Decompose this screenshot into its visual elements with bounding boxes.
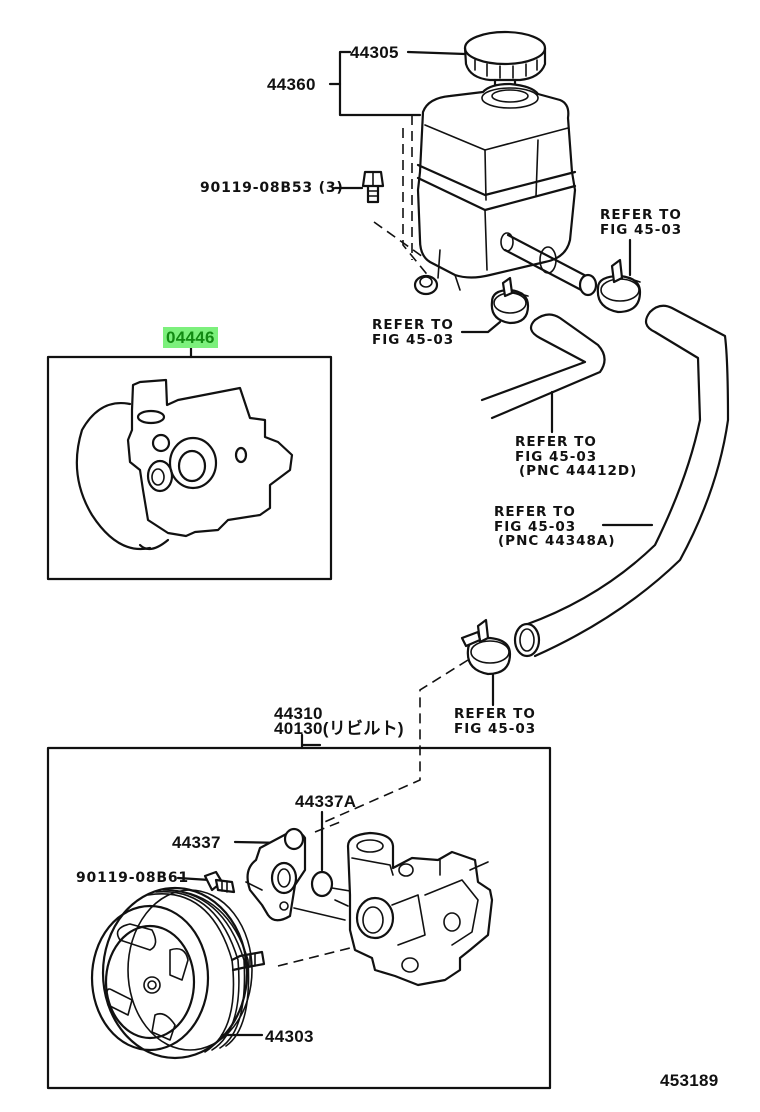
- label-40130-rebuilt-pump[interactable]: 40130(リビルト): [274, 719, 404, 738]
- label-44360-reservoir-assy[interactable]: 44360: [267, 75, 316, 94]
- hose-clamp-lower[interactable]: [460, 618, 512, 676]
- ref-line-3: (PNC 44412D): [519, 463, 638, 480]
- label-44337-union[interactable]: 44337: [172, 833, 221, 852]
- ref-line-2: FIG 45-03: [600, 221, 683, 238]
- leader-clamp-left: [460, 320, 502, 334]
- return-hose-44412D[interactable]: [480, 313, 606, 420]
- label-90119-08B53-bolt[interactable]: 90119-08B53 (3): [200, 180, 344, 196]
- hose-clamp-right[interactable]: [596, 258, 642, 314]
- figure-number: 453189: [660, 1071, 719, 1090]
- union-44337[interactable]: [246, 827, 307, 922]
- label-44337A-oring[interactable]: 44337A: [295, 792, 357, 811]
- reservoir-mount-grommet: [413, 274, 439, 296]
- suction-hose-44348A[interactable]: [513, 304, 730, 658]
- ref-line-1: REFER TO: [494, 504, 576, 520]
- ref-line-2: FIG 45-03: [454, 720, 537, 737]
- label-clamp-lower-ref[interactable]: REFER TO FIG 45-03: [454, 707, 536, 736]
- pump-assembly-frame: [46, 746, 552, 1090]
- overhaul-kit-frame: [46, 355, 333, 581]
- ref-line-3: (PNC 44348A): [498, 533, 616, 550]
- ref-line-2: FIG 45-03: [372, 331, 455, 348]
- label-suction-hose-ref[interactable]: REFER TO FIG 45-03 (PNC 44348A): [494, 505, 616, 549]
- ref-line-2: FIG 45-03: [494, 518, 577, 535]
- label-04446-overhaul-kit[interactable]: 04446: [163, 327, 218, 348]
- reservoir-outlet-pipe: [500, 232, 598, 297]
- label-clamp-left-ref[interactable]: REFER TO FIG 45-03: [372, 318, 454, 347]
- reservoir-tank[interactable]: [416, 82, 577, 291]
- ref-line-1: REFER TO: [515, 434, 597, 450]
- leader-90119-08B61: [176, 876, 212, 882]
- vane-pump-body-44310[interactable]: [346, 831, 494, 987]
- label-44305-reservoir-cap[interactable]: 44305: [350, 43, 399, 62]
- hose-clamp-left[interactable]: [490, 276, 530, 325]
- bolt-90119-08B61[interactable]: [203, 870, 236, 894]
- ref-line-1: REFER TO: [600, 207, 682, 223]
- oring-44337A[interactable]: [310, 870, 334, 898]
- leader-44305: [406, 50, 467, 56]
- ref-line-1: REFER TO: [372, 317, 454, 333]
- reservoir-cap[interactable]: [463, 30, 547, 102]
- label-clamp-right-ref[interactable]: REFER TO FIG 45-03: [600, 208, 682, 237]
- label-44310-vane-pump-assy[interactable]: 44310: [274, 704, 323, 723]
- label-44303-pulley[interactable]: 44303: [265, 1027, 314, 1046]
- label-90119-08B61-bolt[interactable]: 90119-08B61: [76, 870, 189, 886]
- pulley-44303[interactable]: [90, 886, 266, 1060]
- label-return-hose-ref[interactable]: REFER TO FIG 45-03 (PNC 44412D): [515, 435, 637, 479]
- ref-line-1: REFER TO: [454, 706, 536, 722]
- ref-line-2: FIG 45-03: [515, 448, 598, 465]
- bolt-90119-08B53[interactable]: [361, 170, 385, 204]
- overhaul-kit-gaskets[interactable]: [75, 378, 294, 551]
